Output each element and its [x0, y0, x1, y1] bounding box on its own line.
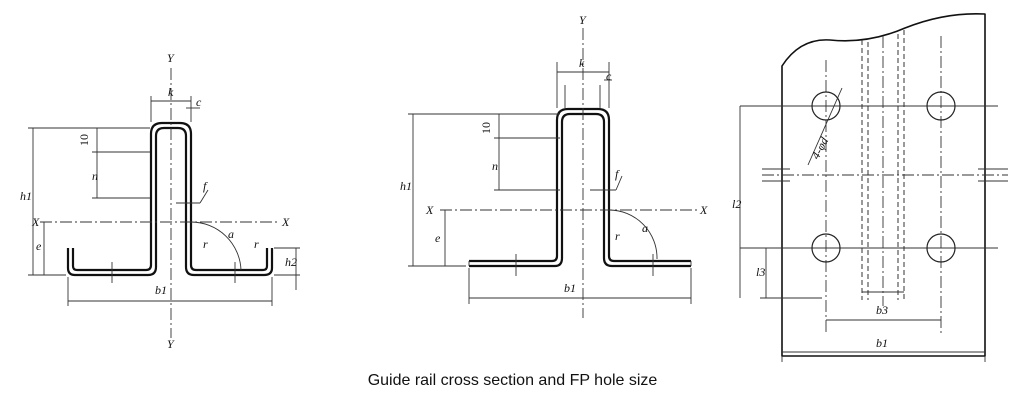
fig2-angle-a: [608, 209, 658, 260]
fig1-label-r1: r: [203, 237, 208, 251]
fig1-label-f: f: [203, 179, 208, 193]
fig2-profile-inner: [469, 107, 691, 263]
figure-1-cross-section: Y Y X X k c 10 n h1 e f a r r h2 b1: [20, 51, 300, 351]
fig1-label-r2: r: [254, 237, 259, 251]
fig3-label-hole: 4-φd: [808, 134, 831, 161]
fig1-profile-outer: [66, 126, 274, 277]
fig2-label-b1: b1: [564, 281, 576, 295]
fig2-label-r: r: [615, 229, 620, 243]
fig3-hole-bottom-right: [926, 233, 956, 263]
fig1-label-b1: b1: [155, 283, 167, 297]
fig3-label-l3: l3: [756, 265, 765, 279]
fig1-label-y-top: Y: [167, 51, 175, 65]
fig1-label-n: n: [92, 169, 98, 183]
fig2-label-x-right: X: [699, 203, 708, 217]
fig1-label-h1: h1: [20, 189, 32, 203]
fig3-label-b1: b1: [876, 336, 888, 350]
fig3-label-b3: b3: [876, 303, 888, 317]
figure-3-hole-pattern: 4-φd l2 l3 b3 b1: [732, 12, 1008, 362]
fig2-label-n: n: [492, 159, 498, 173]
fig1-label-x-left: X: [31, 215, 40, 229]
figure-2-cross-section: Y X X k c 10 n h1 e f a r b1: [400, 13, 708, 318]
fig3-hole-top-right: [926, 91, 956, 121]
fig3-hole-bottom-left: [811, 233, 841, 263]
fig1-label-c: c: [196, 95, 202, 109]
fig1-label-y-bottom: Y: [167, 337, 175, 351]
fig2-label-f: f: [615, 167, 620, 181]
fig2-label-a: a: [642, 221, 648, 235]
fig1-label-10: 10: [77, 134, 91, 146]
fig1-label-e: e: [36, 239, 42, 253]
fig2-label-10: 10: [479, 122, 493, 134]
fig2-label-y-top: Y: [579, 13, 587, 27]
fig3-plate-outline: [781, 12, 986, 357]
fig1-label-h2: h2: [285, 255, 297, 269]
fig2-label-x-left: X: [425, 203, 434, 217]
fig2-label-e: e: [435, 231, 441, 245]
fig2-label-h1: h1: [400, 179, 412, 193]
fig1-label-k: k: [168, 85, 174, 99]
fig3-label-l2: l2: [732, 197, 741, 211]
fig1-profile-inner: [71, 121, 269, 272]
fig1-label-a: a: [228, 227, 234, 241]
fig2-label-c: c: [606, 69, 612, 83]
fig2-label-k: k: [579, 56, 585, 70]
fig3-hole-top-left: [811, 91, 841, 121]
figure-caption: Guide rail cross section and FP hole siz…: [367, 372, 658, 389]
fig3-hole-leader: [807, 87, 843, 166]
fig1-label-x-right: X: [281, 215, 290, 229]
fig1-angle-a: [190, 221, 242, 271]
